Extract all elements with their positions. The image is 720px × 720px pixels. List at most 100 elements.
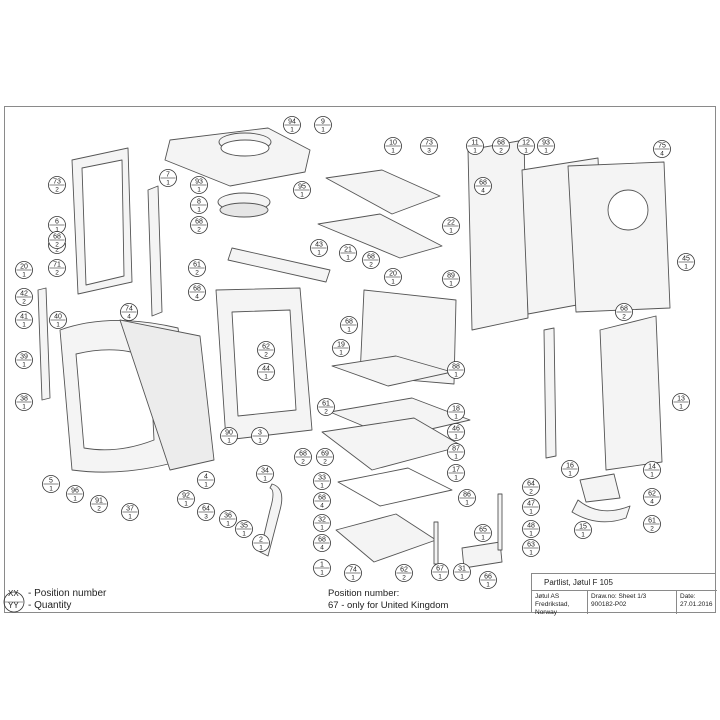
callout-quantity: 1 <box>166 180 170 187</box>
callout-bubble: 931 <box>537 137 555 155</box>
company-line-1: Jøtul AS <box>535 593 560 600</box>
callout-bubble: 682 <box>190 216 208 234</box>
callout-quantity: 2 <box>55 242 59 249</box>
callout-position-number: 96 <box>71 488 79 495</box>
callout-quantity: 4 <box>650 499 654 506</box>
callout-quantity: 2 <box>55 187 59 194</box>
callout-quantity: 1 <box>242 531 246 538</box>
callout-quantity: 1 <box>529 550 533 557</box>
callout-quantity: 1 <box>22 272 26 279</box>
title-block-company: Jøtul AS Fredrikstad, Norway <box>532 591 588 616</box>
title-block-title: Partlist, Jøtul F 105 <box>532 574 717 591</box>
callout-bubble: 733 <box>420 137 438 155</box>
side-rail <box>147 185 163 317</box>
callout-quantity: 1 <box>22 404 26 411</box>
callout-position-number: 67 <box>436 566 444 573</box>
callout-position-number: 33 <box>318 475 326 482</box>
callout-position-number: 69 <box>321 451 329 458</box>
callout-quantity: 1 <box>544 148 548 155</box>
callout-bubble: 612 <box>643 515 661 533</box>
callout-bubble: 441 <box>257 363 275 381</box>
callout-position-number: 90 <box>225 430 233 437</box>
callout-position-number: 1 <box>320 562 324 569</box>
callout-bubble: 381 <box>15 393 33 411</box>
callout-position-number: 13 <box>677 396 685 403</box>
callout-position-number: 20 <box>389 271 397 278</box>
callout-bubble: 201 <box>15 261 33 279</box>
callout-position-number: 39 <box>20 354 28 361</box>
front-frame-window <box>75 349 155 451</box>
callout-quantity: 1 <box>454 372 458 379</box>
callout-quantity: 2 <box>22 299 26 306</box>
callout-position-number: 21 <box>344 247 352 254</box>
callout-bubble: 221 <box>442 217 460 235</box>
callout-quantity: 2 <box>55 270 59 277</box>
callout-bubble: 111 <box>466 137 484 155</box>
callout-bubble: 881 <box>447 361 465 379</box>
callout-bubble: 682 <box>48 231 66 249</box>
callout-bubble: 624 <box>643 488 661 506</box>
callout-bubble: 681 <box>340 316 358 334</box>
callout-bubble: 321 <box>313 514 331 532</box>
callout-quantity: 2 <box>650 526 654 533</box>
callout-position-number: 89 <box>447 273 455 280</box>
callout-position-number: 6 <box>55 219 59 226</box>
callout-bubble: 871 <box>447 443 465 461</box>
threaded-rod <box>433 521 439 565</box>
drawing-label: Draw.no: Sheet 1/3 <box>591 593 647 600</box>
callout-bubble: 481 <box>522 520 540 538</box>
callout-quantity: 1 <box>317 250 321 257</box>
callout-quantity: 1 <box>351 575 355 582</box>
callout-bubble: 11 <box>313 559 331 577</box>
bottom-gasket <box>337 467 453 507</box>
callout-bubble: 201 <box>384 268 402 286</box>
note-line-1: Position number: <box>328 588 400 599</box>
callout-bubble: 684 <box>313 492 331 510</box>
legend: XX - Position number YY - Quantity <box>8 588 106 612</box>
callout-quantity: 2 <box>55 247 59 254</box>
callout-position-number: 34 <box>261 468 269 475</box>
callout-position-number: 68 <box>299 451 307 458</box>
callout-bubble: 901 <box>220 427 238 445</box>
callout-quantity: 1 <box>263 476 267 483</box>
position-note: Position number: 67 - only for United Ki… <box>328 588 448 611</box>
callout-quantity: 4 <box>195 294 199 301</box>
callout-position-number: 94 <box>288 119 296 126</box>
callout-bubble: 682 <box>294 448 312 466</box>
callout-bubble: 211 <box>339 244 357 262</box>
title-block-drawing: Draw.no: Sheet 1/3 900182-P02 <box>588 591 677 614</box>
callout-bubble: 682 <box>615 303 633 321</box>
callout-quantity: 1 <box>321 127 325 134</box>
callout-bubble: 141 <box>643 461 661 479</box>
callout-bubble: 101 <box>384 137 402 155</box>
callout-quantity: 2 <box>622 314 626 321</box>
callout-position-number: 62 <box>400 567 408 574</box>
callout-bubble: 131 <box>672 393 690 411</box>
callout-quantity: 2 <box>529 489 533 496</box>
callout-quantity: 1 <box>226 521 230 528</box>
callout-bubble: 961 <box>66 485 84 503</box>
callout-quantity: 1 <box>346 255 350 262</box>
leg-bolt <box>497 493 503 551</box>
callout-bubble: 41 <box>197 471 215 489</box>
bracket <box>579 473 621 503</box>
callout-position-number: 68 <box>367 254 375 261</box>
callout-quantity: 1 <box>529 531 533 538</box>
callout-position-number: 68 <box>620 306 628 313</box>
callout-position-number: 64 <box>527 481 535 488</box>
callout-position-number: 7 <box>166 172 170 179</box>
callout-quantity: 2 <box>324 409 328 416</box>
callout-quantity: 2 <box>197 227 201 234</box>
callout-bubble: 684 <box>313 534 331 552</box>
callout-quantity: 1 <box>290 127 294 134</box>
callout-bubble: 471 <box>522 498 540 516</box>
callout-position-number: 88 <box>452 364 460 371</box>
callout-quantity: 1 <box>49 486 53 493</box>
callout-quantity: 1 <box>684 264 688 271</box>
callout-quantity: 2 <box>195 270 199 277</box>
callout-quantity: 2 <box>301 459 305 466</box>
callout-position-number: 62 <box>262 344 270 351</box>
callout-bubble: 682 <box>492 137 510 155</box>
callout-quantity: 4 <box>660 151 664 158</box>
